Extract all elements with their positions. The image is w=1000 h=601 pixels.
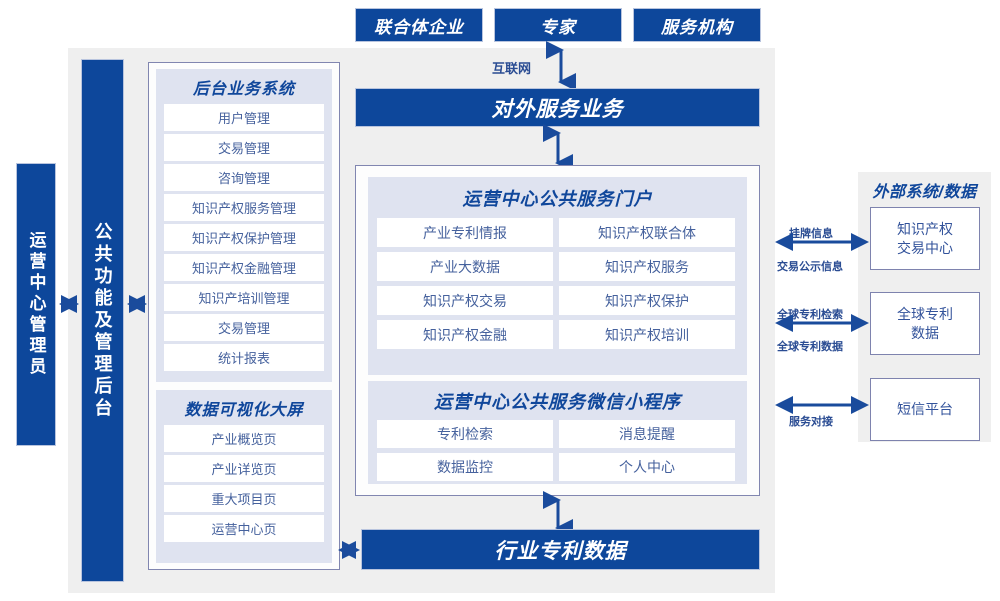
backend-system-item[interactable]: 知识产权服务管理 bbox=[164, 194, 324, 221]
backend-system-item[interactable]: 统计报表 bbox=[164, 344, 324, 371]
industry-data-bar[interactable]: 行业专利数据 bbox=[361, 529, 760, 570]
top-actor-label: 服务机构 bbox=[661, 17, 733, 37]
portal-item[interactable]: 知识产权交易 bbox=[377, 286, 553, 315]
external-service-bar[interactable]: 对外服务业务 bbox=[355, 88, 760, 127]
backend-system-item[interactable]: 用户管理 bbox=[164, 104, 324, 131]
portal-title: 运营中心公共服务门户 bbox=[462, 189, 653, 209]
arrow-center-to-industry-data bbox=[543, 491, 573, 537]
common-backend-label: 公共功能及管理后台 bbox=[92, 221, 113, 420]
arrow-to-global-patent-data bbox=[775, 314, 869, 332]
data-visual-title: 数据可视化大屏 bbox=[184, 402, 304, 419]
arrow-backend-to-modules bbox=[127, 295, 147, 313]
operator-admin-label: 运营中心管理员 bbox=[26, 231, 46, 378]
miniprogram-item[interactable]: 消息提醒 bbox=[559, 420, 735, 448]
label-global-patent-data: 全球专利数据 bbox=[777, 341, 843, 353]
arrow-internet bbox=[546, 41, 576, 91]
backend-system-item[interactable]: 交易管理 bbox=[164, 314, 324, 341]
data-visual-item[interactable]: 重大项目页 bbox=[164, 485, 324, 512]
top-actor-box-2[interactable]: 服务机构 bbox=[633, 8, 761, 42]
portal-item[interactable]: 知识产权培训 bbox=[559, 320, 735, 349]
arrow-to-sms-platform bbox=[775, 396, 869, 414]
backend-system-group: 后台业务系统 用户管理 交易管理 咨询管理 知识产权服务管理 知识产权保护管理 … bbox=[156, 69, 332, 382]
portal-group: 运营中心公共服务门户 产业专利情报 知识产权联合体 产业大数据 知识产权服务 知… bbox=[368, 177, 747, 375]
arrow-to-ip-trading-center bbox=[775, 233, 869, 251]
portal-item[interactable]: 知识产权金融 bbox=[377, 320, 553, 349]
portal-item[interactable]: 产业大数据 bbox=[377, 252, 553, 281]
backend-system-item[interactable]: 交易管理 bbox=[164, 134, 324, 161]
external-service-label: 对外服务业务 bbox=[491, 97, 624, 121]
data-visual-group: 数据可视化大屏 产业概览页 产业详览页 重大项目页 运营中心页 bbox=[156, 390, 332, 563]
portal-item[interactable]: 知识产权服务 bbox=[559, 252, 735, 281]
top-actor-label: 专家 bbox=[540, 17, 576, 37]
backend-system-title: 后台业务系统 bbox=[192, 81, 295, 98]
data-visual-item[interactable]: 运营中心页 bbox=[164, 515, 324, 542]
backend-system-item[interactable]: 咨询管理 bbox=[164, 164, 324, 191]
portal-item[interactable]: 知识产权联合体 bbox=[559, 218, 735, 247]
top-actor-box-1[interactable]: 专家 bbox=[494, 8, 622, 42]
industry-data-label: 行业专利数据 bbox=[494, 539, 627, 563]
label-service-docking: 服务对接 bbox=[789, 416, 833, 428]
arrow-datavis-to-industry-data bbox=[338, 541, 360, 559]
arrow-admin-to-backend bbox=[59, 295, 79, 313]
top-actor-label: 联合体企业 bbox=[374, 17, 464, 37]
miniprogram-group: 运营中心公共服务微信小程序 专利检索 消息提醒 数据监控 个人中心 bbox=[368, 381, 747, 484]
data-visual-item[interactable]: 产业详览页 bbox=[164, 455, 324, 482]
external-panel-title: 外部系统/数据 bbox=[872, 184, 977, 201]
backend-system-item[interactable]: 知识产权保护管理 bbox=[164, 224, 324, 251]
miniprogram-title: 运营中心公共服务微信小程序 bbox=[434, 392, 681, 412]
external-system-global-patent-data[interactable]: 全球专利 数据 bbox=[870, 292, 980, 355]
portal-item[interactable]: 知识产权保护 bbox=[559, 286, 735, 315]
backend-system-item[interactable]: 知识产权金融管理 bbox=[164, 254, 324, 281]
backend-system-item[interactable]: 知识产培训管理 bbox=[164, 284, 324, 311]
label-trade-public-info: 交易公示信息 bbox=[777, 261, 843, 273]
internet-label: 互联网 bbox=[492, 61, 532, 76]
top-actor-box-0[interactable]: 联合体企业 bbox=[355, 8, 483, 42]
data-visual-item[interactable]: 产业概览页 bbox=[164, 425, 324, 452]
miniprogram-item[interactable]: 专利检索 bbox=[377, 420, 553, 448]
arrow-service-to-portal bbox=[543, 124, 573, 172]
common-backend-rail[interactable]: 公共功能及管理后台 bbox=[81, 59, 124, 582]
operator-admin-rail[interactable]: 运营中心管理员 bbox=[16, 163, 56, 446]
external-system-ip-trading-center[interactable]: 知识产权 交易中心 bbox=[870, 207, 980, 270]
miniprogram-item[interactable]: 个人中心 bbox=[559, 453, 735, 481]
external-system-sms-platform[interactable]: 短信平台 bbox=[870, 378, 980, 441]
miniprogram-item[interactable]: 数据监控 bbox=[377, 453, 553, 481]
portal-item[interactable]: 产业专利情报 bbox=[377, 218, 553, 247]
